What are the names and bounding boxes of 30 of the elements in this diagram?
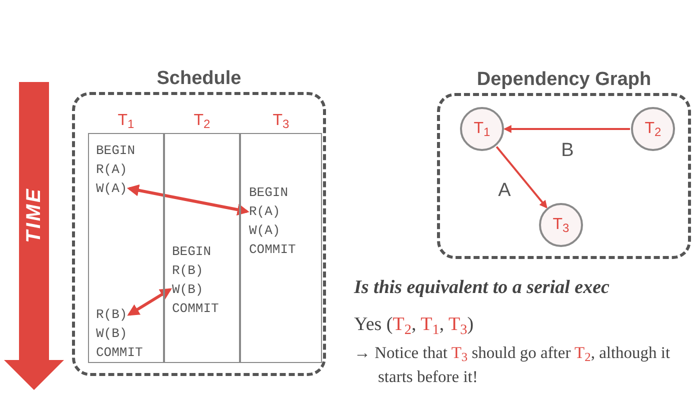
operation-text: R(B) [96, 306, 128, 323]
operation-text: W(B) [96, 325, 128, 342]
transaction-node: T$_{3}$ [539, 203, 583, 247]
transaction-header: T$_{2}$ [194, 111, 210, 133]
operation-text: R(A) [249, 203, 280, 220]
transaction-node: T$_{2}$ [631, 107, 675, 151]
answer-text: Yes (T$_{2}$, T$_{1}$, T$_{3}$) [354, 313, 474, 340]
operation-text: BEGIN [249, 184, 288, 201]
operation-text: W(A) [249, 222, 280, 239]
operation-text: COMMIT [172, 300, 219, 317]
question-text: Is this equivalent to a serial exec [354, 276, 610, 300]
transaction-header: T$_{3}$ [272, 111, 290, 133]
note-text: → Notice that T$_{3}$ should go after T$_{2}$, although it starts before it! [354, 342, 672, 388]
operation-text: BEGIN [96, 142, 136, 159]
operation-text: R(B) [172, 262, 204, 279]
operation-text: W(B) [172, 281, 204, 298]
dependency-arrow [126, 184, 250, 216]
operation-text: COMMIT [96, 344, 143, 361]
time-label: TIME [22, 187, 46, 243]
dependency-arrow [496, 146, 548, 208]
panel-title: Schedule [156, 67, 242, 91]
operation-text: BEGIN [172, 243, 212, 260]
operation-text: W(A) [96, 180, 128, 197]
operation-text: COMMIT [249, 241, 296, 258]
dependency-arrow [127, 288, 172, 316]
panel-title: Dependency Graph [476, 68, 652, 92]
transaction-header: T$_{1}$ [118, 111, 134, 133]
operation-text: R(A) [96, 161, 128, 178]
transaction-node: T$_{1}$ [460, 107, 504, 151]
dependency-arrow [503, 125, 630, 133]
